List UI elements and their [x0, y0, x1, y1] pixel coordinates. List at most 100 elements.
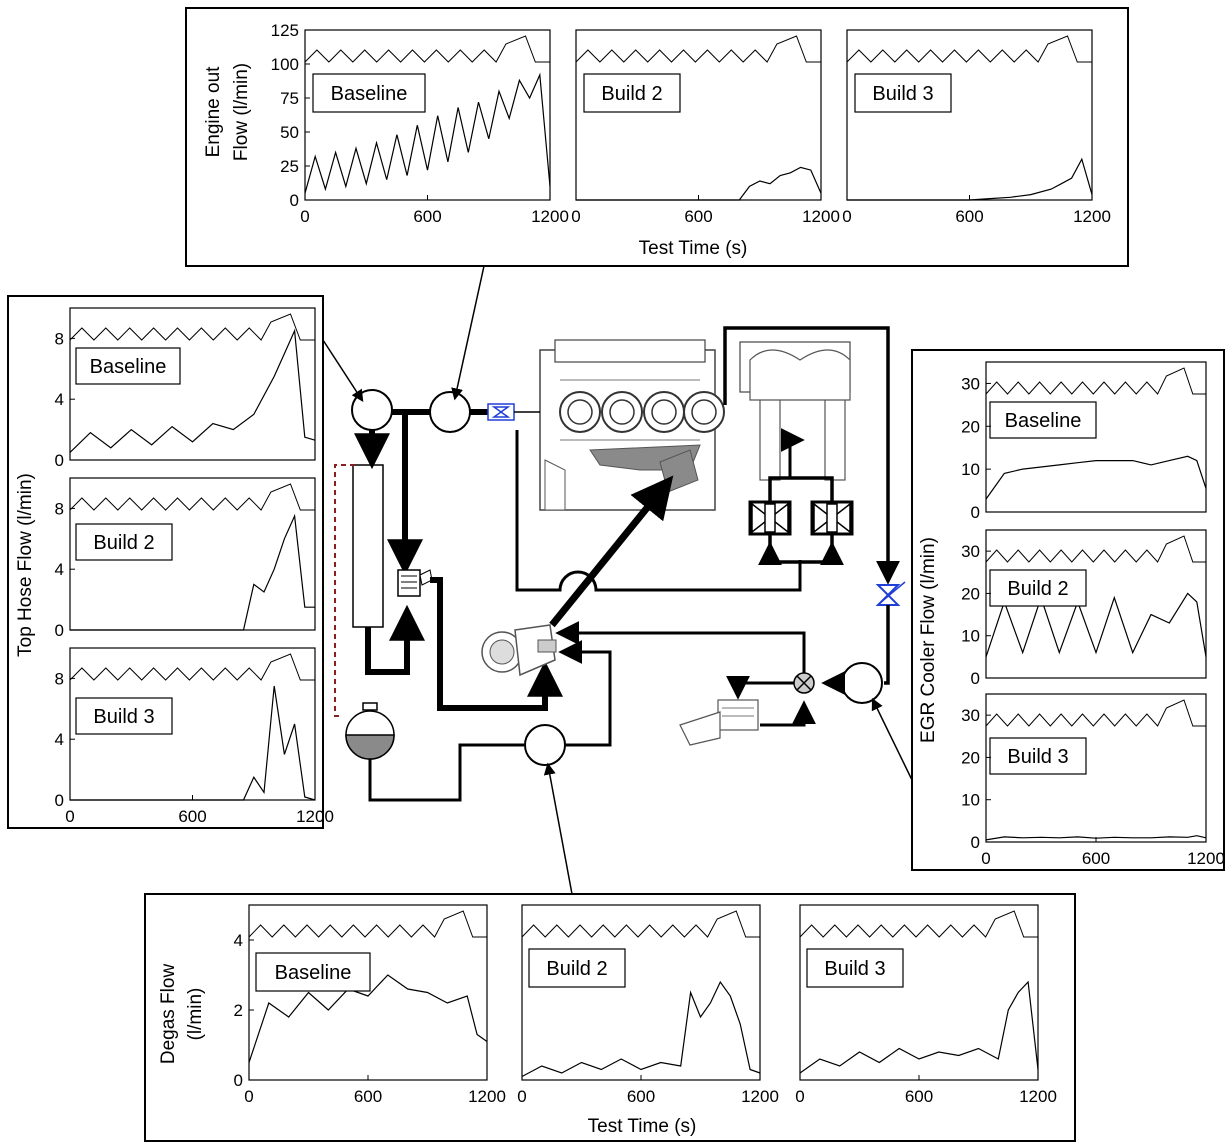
egr-cooler-panel-3-label-box	[989, 737, 1087, 775]
engine-out-panel-3-label: Build 3	[872, 83, 933, 105]
egr-cooler-xtick-label: 0	[981, 849, 990, 868]
egr-cooler-panel-2-reference-trace	[985, 535, 1206, 563]
top-hose-xtick-label: 0	[65, 807, 74, 826]
egr-supply-pipe	[723, 326, 890, 580]
egr-cooler-panel-2-series-line	[985, 592, 1207, 658]
engine-out-ytick-label: 125	[271, 21, 299, 40]
engine-out-xtick-label: 0	[842, 207, 851, 226]
top-hose-panel-3-series-line	[70, 685, 316, 801]
egr-control-valve-icon	[875, 581, 906, 606]
top-hose-ytick-label: 8	[55, 499, 64, 518]
top-hose-panel-2-label: Build 2	[93, 532, 154, 554]
egr-cooler-panel-1-label: Baseline	[1005, 410, 1082, 432]
callout-degas	[543, 762, 573, 895]
engine-out-flow-meter-icon	[429, 391, 471, 433]
degas-xtick-label: 1200	[741, 1087, 779, 1106]
engine-out-ytick-label: 75	[280, 89, 299, 108]
pump-to-engine-pipe	[549, 475, 674, 628]
degas-panel-2-label-box	[528, 948, 626, 988]
engine-out-panel-1-series-line	[304, 72, 551, 194]
degas-panel-1-label-box	[255, 952, 371, 992]
top-hose-panel-3-reference-trace	[69, 653, 315, 681]
engine-out-ylabel-line1: Engine out	[203, 66, 224, 158]
degas-panel-1-frame	[248, 904, 488, 1081]
callout-egr-cooler	[871, 697, 913, 781]
degas-panel-3-label: Build 3	[824, 958, 885, 980]
engine-out-xtick-label: 1200	[531, 207, 569, 226]
degas-panel-3-series-line	[799, 980, 1039, 1074]
top-hose-ylabel: Top Hose Flow (l/min)	[15, 473, 36, 657]
engine-out-xtick-label: 600	[684, 207, 712, 226]
top-hose-panel-2-label-box	[75, 523, 173, 561]
egr-inner-arrow	[780, 428, 805, 478]
engine-out-panel-2-series-line	[576, 166, 822, 201]
egr-cooler-ytick-label: 20	[961, 584, 980, 603]
degas-panel-3-reference-trace	[799, 910, 1038, 938]
egr-cooler-ytick-label: 10	[961, 460, 980, 479]
egr-cooler-ytick-label: 20	[961, 748, 980, 767]
engine-out-panel-2-label: Build 2	[601, 83, 662, 105]
egr-cooler-ytick-label: 0	[971, 833, 980, 852]
degas-flow-meter-icon	[524, 724, 566, 766]
top-hose-ytick-label: 8	[55, 669, 64, 688]
degas-xtick-label: 600	[905, 1087, 933, 1106]
egr-cooler-ytick-label: 30	[961, 542, 980, 561]
egr-cooler-ytick-label: 20	[961, 417, 980, 436]
egr-cooler-ylabel: EGR Cooler Flow (l/min)	[918, 537, 939, 743]
top-hose-flow-meter-icon	[351, 389, 393, 431]
degas-ylabel-line1: Degas Flow	[158, 964, 179, 1065]
engine-out-ytick-label: 0	[290, 191, 299, 210]
engine-out-xtick-label: 1200	[1073, 207, 1111, 226]
engine-out-xtick-label: 600	[413, 207, 441, 226]
degas-panel-1-series-line	[248, 974, 488, 1063]
top-hose-ytick-label: 4	[55, 390, 64, 409]
engine-out-ytick-label: 25	[280, 157, 299, 176]
callout-engine-out	[451, 265, 485, 401]
egr-cooler-ytick-label: 10	[961, 627, 980, 646]
degas-xtick-label: 0	[795, 1087, 804, 1106]
degas-panel-2-reference-trace	[521, 910, 760, 938]
egr-cooler-panel-2-label: Build 2	[1007, 578, 1068, 600]
egr-cooler-xtick-label: 1200	[1187, 849, 1225, 868]
engine-out-panel-2-reference-trace	[575, 35, 821, 63]
degas-panel-2-label: Build 2	[546, 958, 607, 980]
top-hose-ytick-label: 0	[55, 791, 64, 810]
engine-out-panel-3-label-box	[854, 73, 952, 113]
egr-cooler-panel-3-label: Build 3	[1007, 746, 1068, 768]
top-hose-ytick-label: 8	[55, 329, 64, 348]
top-hose-panel-1-series-line	[69, 328, 316, 453]
egr-cooler-panel-2: Build 2 0 10 20 30	[961, 529, 1207, 688]
egr-cooler-ytick-label: 30	[961, 374, 980, 393]
engine-to-mixer-pipe	[515, 430, 802, 592]
degas-xlabel: Test Time (s)	[588, 1116, 697, 1137]
engine-out-ylabel-line2: Flow (l/min)	[231, 63, 252, 161]
degas-panel-2-series-line	[521, 980, 761, 1078]
top-hose-xtick-label: 600	[178, 807, 206, 826]
egr-cooler-xtick-label: 600	[1082, 849, 1110, 868]
degas-xtick-label: 0	[517, 1087, 526, 1106]
egr-cooler-panel-1-reference-trace	[985, 367, 1206, 395]
engine-out-xtick-label: 1200	[802, 207, 840, 226]
engine-out-panel-3-reference-trace	[846, 35, 1092, 63]
egr-cooler-panel-1-series-line	[985, 455, 1207, 500]
degas-ylabel-line2: (l/min)	[185, 988, 206, 1041]
egr-loop-pipe	[768, 476, 834, 502]
degas-panel-2-frame	[521, 904, 761, 1081]
egr-cooler-illustration	[749, 349, 851, 481]
oil-cooler-illustration	[679, 699, 759, 746]
engine-out-panel-2-label-box	[583, 73, 681, 113]
degas-ytick-label: 4	[234, 931, 243, 950]
engine-out-panel-1-label: Baseline	[331, 83, 408, 105]
top-hose-ytick-label: 0	[55, 621, 64, 640]
degas-panel-1-label: Baseline	[275, 962, 352, 984]
egr-cooler-ytick-label: 0	[971, 669, 980, 688]
engine-out-ytick-label: 100	[271, 55, 299, 74]
degas-panel-3-label-box	[806, 948, 904, 988]
